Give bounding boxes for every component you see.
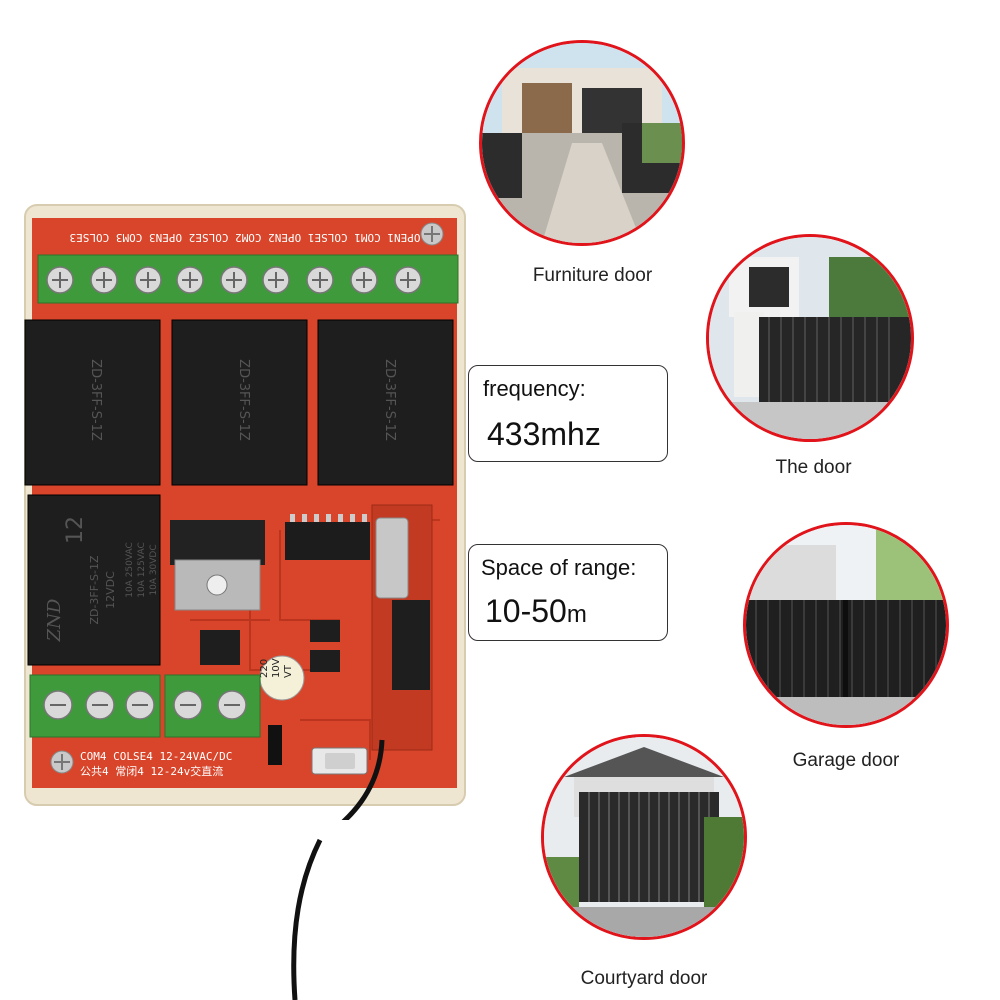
furniture-door-caption: Furniture door [532, 265, 653, 286]
frequency-value: 433mhz [487, 416, 601, 452]
range-box: Space of range: 10-50m [468, 544, 668, 641]
board-top-labels: OPEN1 COM1 COLSE1 OPEN2 COM2 COLSE2 OPEN… [70, 231, 421, 244]
the-door-caption: The door [775, 457, 852, 478]
relay-4-rating-2: 10A 125VAC [137, 542, 147, 598]
relay-3-model: ZD-3FF-S-1Z [382, 359, 397, 441]
relay-1: ZD-3FF-S-1Z [24, 319, 161, 486]
range-value-group: 10-50m [485, 593, 587, 630]
relay-3: ZD-3FF-S-1Z [317, 319, 454, 486]
relay-4-voltage: 12VDC [104, 571, 117, 609]
courtyard-door-caption: Courtyard door [580, 968, 708, 989]
capacitor-label-1: 220 [259, 659, 270, 678]
relay-4-brand: ZND [44, 598, 65, 642]
frequency-box: frequency: 433mhz [468, 365, 668, 462]
the-door-photo [706, 234, 914, 442]
frequency-label: frequency: [483, 376, 586, 401]
relay-2-model: ZD-3FF-S-1Z [236, 359, 251, 441]
relay-board-photo: OPEN1 COM1 COLSE1 OPEN2 COM2 COLSE2 OPEN… [20, 200, 470, 843]
range-label: Space of range: [481, 555, 637, 580]
capacitor-label-3: VT [283, 664, 294, 678]
board-bottom-labels-cn: 公共4 常闭4 12-24v交直流 [80, 764, 223, 778]
garage-door-photo [743, 522, 949, 728]
furniture-door-photo [479, 40, 685, 246]
relay-1-model: ZD-3FF-S-1Z [88, 359, 103, 441]
courtyard-door-photo [541, 734, 747, 940]
relay-board-illustration: OPEN1 COM1 COLSE1 OPEN2 COM2 COLSE2 OPEN… [24, 204, 466, 843]
board-bottom-labels: COM4 COLSE4 12-24VAC/DC [80, 750, 232, 763]
relay-4-rating-3: 10A 30VDC [149, 544, 159, 595]
relay-2: ZD-3FF-S-1Z [171, 319, 308, 486]
ic-chip [285, 522, 370, 560]
relay-4-number: 12 [63, 516, 88, 544]
capacitor-label-2: 10V [271, 658, 282, 678]
relay-4-rating-1: 10A 250VAC [125, 542, 135, 598]
voltage-regulator [170, 520, 265, 611]
relay-4-model: ZD-3FF-S-1Z [88, 555, 101, 625]
relay-4: 12 ZND ZD-3FF-S-1Z 12VDC 10A 250VAC 10A … [27, 494, 161, 666]
garage-door-caption: Garage door [792, 750, 900, 771]
range-value: 10-50 [485, 593, 567, 629]
range-unit: m [566, 601, 587, 628]
